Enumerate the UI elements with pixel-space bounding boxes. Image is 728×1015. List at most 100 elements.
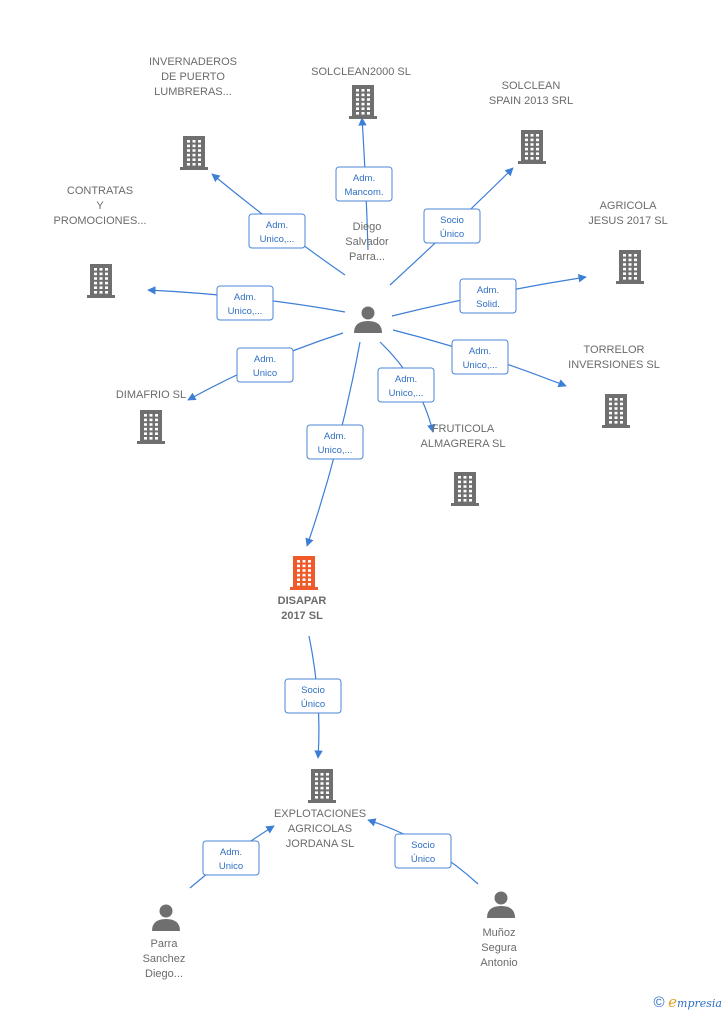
relation-label-box [248,213,306,249]
node-label-line: Y [96,200,104,212]
relation-label-box [423,208,481,244]
relation-label-box [459,278,517,314]
relation-label[interactable]: Adm. Unico,... [248,213,306,249]
node-label-line: ALMAGRERA SL [421,438,506,450]
node-parra-sanchez[interactable]: ParraSanchezDiego... [143,904,186,981]
node-fruticola[interactable]: FRUTICOLA ALMAGRERA SL [421,423,506,506]
building-icon [518,130,546,164]
node-label-line: INVERSIONES SL [568,359,660,371]
node-diego[interactable]: DiegoSalvadorParra... [345,221,389,333]
node-label-line: INVERNADEROS [149,56,237,68]
node-label-line: LUMBRERAS... [154,86,232,98]
node-label-line: DIMAFRIO SL [116,389,186,401]
node-label-line: DISAPAR [278,595,327,607]
person-icon [487,891,515,918]
building-icon [137,410,165,444]
relation-label-line: Solid. [476,299,500,310]
relation-label-line: Unico,... [463,360,498,371]
node-label-line: Diego [353,221,382,233]
node-invernaderos[interactable]: INVERNADEROS DE PUERTO LUMBRERAS... [149,56,237,170]
node-label-line: Parra [151,938,179,950]
node-solclean-spain[interactable]: SOLCLEAN SPAIN 2013 SRL [489,80,573,164]
relation-label-line: Adm. [220,847,242,858]
node-contratas[interactable]: CONTRATAS Y PROMOCIONES... [54,185,147,298]
relation-label-line: Adm. [266,220,288,231]
building-icon [290,556,318,590]
node-label-line: Segura [481,942,517,954]
node-label-line: SOLCLEAN2000 SL [311,66,411,78]
copyright-footer: © empresia [653,993,722,1011]
node-label-line: JESUS 2017 SL [588,215,668,227]
relation-label-box [335,166,393,202]
relation-label-line: Unico,... [318,445,353,456]
relation-label[interactable]: Adm. Solid. [459,278,517,314]
relation-label-line: Adm. [477,285,499,296]
node-label-line: SOLCLEAN [502,80,561,92]
relation-label[interactable]: Adm. Unico [202,840,260,876]
relation-label-line: Unico [253,368,277,379]
node-label-line: CONTRATAS [67,185,133,197]
relation-label-box [202,840,260,876]
relation-label-box [377,367,435,403]
relation-label-line: Socio [440,215,464,226]
node-label-line: Salvador [345,236,389,248]
relation-label-line: Adm. [324,431,346,442]
building-icon [180,136,208,170]
relation-label[interactable]: Adm. Unico [236,347,294,383]
relation-label-line: Adm. [353,173,375,184]
copyright-symbol: © [653,994,665,1011]
relation-label-box [284,678,342,714]
person-icon [354,306,382,333]
relation-label-line: Adm. [254,354,276,365]
relation-label-line: Adm. [469,346,491,357]
building-icon [349,85,377,119]
relation-label-box [306,424,364,460]
relation-label-line: Unico,... [389,388,424,399]
relation-label-line: Socio [301,685,325,696]
building-icon [616,250,644,284]
person-icon [152,904,180,931]
node-label-line: Sanchez [143,953,186,965]
relation-label[interactable]: Adm. Unico,... [216,285,274,321]
relation-label-line: Socio [411,840,435,851]
relation-label-line: Único [440,229,464,240]
node-label-line: AGRICOLAS [288,823,352,835]
node-label-line: DE PUERTO [161,71,225,83]
node-label-line: Diego... [145,968,183,980]
building-icon [308,769,336,803]
relation-label-line: Único [411,854,435,865]
relation-label-box [451,339,509,375]
node-dimafrio[interactable]: DIMAFRIO SL [116,389,186,444]
relation-label-line: Unico,... [260,234,295,245]
relation-label-line: Unico [219,861,243,872]
relation-label[interactable]: Adm.Mancom. [335,166,393,202]
node-disapar[interactable]: DISAPAR 2017 SL [278,556,327,622]
node-label-line: EXPLOTACIONES [274,808,366,820]
relation-label[interactable]: Adm. Unico,... [377,367,435,403]
node-label-line: SPAIN 2013 SRL [489,95,573,107]
relation-label-line: Unico,... [228,306,263,317]
relation-label-line: Único [301,699,325,710]
relation-label-box [236,347,294,383]
relation-label[interactable]: Adm. Unico,... [306,424,364,460]
node-solclean2000[interactable]: SOLCLEAN2000 SL [311,66,411,119]
relation-label-line: Adm. [395,374,417,385]
building-icon [87,264,115,298]
node-label-line: FRUTICOLA [432,423,495,435]
building-icon [602,394,630,428]
relation-label[interactable]: Adm. Unico,... [451,339,509,375]
node-label-line: Parra... [349,251,385,263]
node-label-line: 2017 SL [281,610,323,622]
relation-label-box [394,833,452,869]
node-label-line: Antonio [480,957,517,969]
relation-label-line: Adm. [234,292,256,303]
node-label-line: PROMOCIONES... [54,215,147,227]
